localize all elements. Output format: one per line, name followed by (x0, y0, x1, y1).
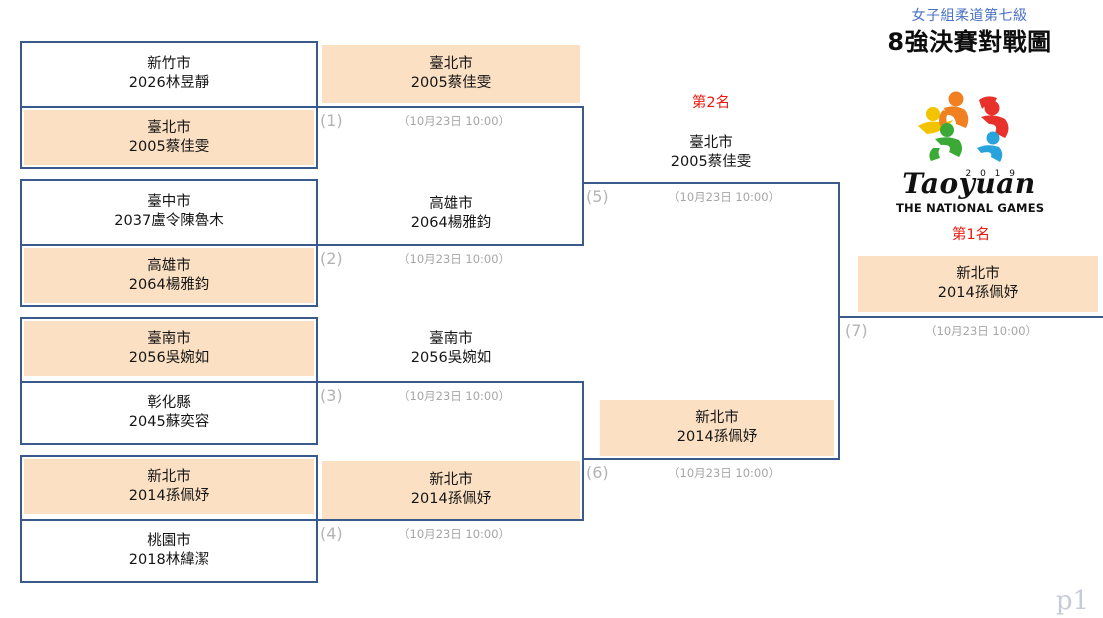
match-datetime-1: （10月23日 10:00） (398, 114, 511, 128)
round1-slot-1: 新竹市 2026林昱靜 (20, 43, 318, 105)
match-datetime-7: （10月23日 10:00） (925, 324, 1038, 338)
match-datetime-6: （10月23日 10:00） (668, 466, 781, 480)
round3-slot-1-team: 臺北市 (689, 134, 733, 151)
match-number-4: (4) (320, 524, 343, 543)
round1-slot-7-athlete: 2014孫佩妤 (128, 488, 210, 504)
round2-slot-2-athlete: 2064楊雅鈞 (410, 215, 492, 231)
round1-slot-7-highlight (24, 459, 314, 514)
round1-slot-7: 新北市 2014孫佩妤 (20, 457, 318, 517)
page-header: 女子組柔道第七級 8強決賽對戰圖 (836, 6, 1103, 57)
round1-slot-5-team: 臺南市 (147, 330, 191, 347)
final-champion-highlight (858, 256, 1098, 312)
round1-slot-8-athlete: 2018林緯潔 (128, 552, 210, 568)
match-number-1: (1) (320, 111, 343, 130)
round2-slot-1: 臺北市 2005蔡佳雯 (322, 45, 580, 103)
round2-slot-3-athlete: 2056吳婉如 (410, 350, 492, 366)
round1-slot-8-team: 桃園市 (147, 532, 191, 549)
round1-slot-5-highlight (24, 321, 314, 376)
round1-slot-2-team: 臺北市 (147, 119, 191, 136)
round2-slot-4: 新北市 2014孫佩妤 (322, 461, 580, 519)
round1-slot-6-athlete: 2045蘇奕容 (128, 414, 210, 430)
round1-pair-4-divider (20, 519, 318, 521)
round2-slot-1-athlete: 2005蔡佳雯 (410, 75, 492, 91)
round3-slot-2-athlete: 2014孫佩妤 (676, 429, 758, 445)
round1-slot-5-athlete: 2056吳婉如 (128, 350, 210, 366)
round1-slot-6: 彰化縣 2045蘇奕容 (20, 383, 318, 443)
round1-pair-3-divider (20, 381, 318, 383)
round1-slot-7-team: 新北市 (147, 468, 191, 485)
round3-match5-right-line (838, 182, 840, 460)
round1-slot-4-highlight (24, 248, 314, 303)
round3-slot-1: 臺北市 2005蔡佳雯 (586, 126, 836, 180)
round1-slot-3: 臺中市 2037盧令陳魯木 (20, 181, 318, 243)
round1-pair-1-divider (20, 106, 318, 108)
round2-slot-4-athlete: 2014孫佩妤 (410, 491, 492, 507)
final-match7-line (838, 316, 1103, 318)
match-datetime-2: （10月23日 10:00） (398, 252, 511, 266)
logo-wordmark-text: Taoyuan (902, 167, 1036, 200)
event-subtitle: 女子組柔道第七級 (911, 8, 1028, 24)
round1-slot-1-athlete: 2026林昱靜 (128, 75, 210, 91)
round1-slot-2-highlight (24, 110, 314, 165)
final-champion: 新北市 2014孫佩妤 (858, 256, 1098, 312)
round2-match3-right-line (582, 381, 584, 521)
round3-slot-2-highlight (600, 400, 834, 456)
logo-year: 2 0 1 9 (965, 169, 1018, 179)
round1-slot-4-athlete: 2064楊雅鈞 (128, 277, 210, 293)
logo-wordmark: Taoyuan 2 0 1 9 (896, 170, 1042, 198)
match-number-5: (5) (586, 187, 609, 206)
round2-slot-1-team: 臺北市 (429, 55, 473, 72)
games-emblem-icon (918, 91, 1009, 162)
round2-match2-bottom-line (318, 244, 584, 246)
final-champion-team: 新北市 (956, 265, 1000, 282)
match-number-6: (6) (586, 463, 609, 482)
final-champion-athlete: 2014孫佩妤 (937, 285, 1019, 301)
round2-slot-2: 高雄市 2064楊雅鈞 (322, 185, 580, 243)
page-title: 8強決賽對戰圖 (887, 28, 1052, 56)
round2-slot-1-highlight (322, 45, 580, 103)
round2-match3-top-line (318, 381, 584, 383)
round1-slot-3-athlete: 2037盧令陳魯木 (114, 213, 224, 229)
round1-slot-4: 高雄市 2064楊雅鈞 (20, 246, 318, 306)
round2-match4-bottom-line (318, 519, 584, 521)
rank-second-label: 第2名 (691, 95, 731, 111)
round3-slot-2: 新北市 2014孫佩妤 (600, 400, 834, 456)
match-number-2: (2) (320, 249, 343, 268)
round1-slot-4-team: 高雄市 (147, 257, 191, 274)
round1-slot-2: 臺北市 2005蔡佳雯 (20, 108, 318, 168)
round1-slot-2-athlete: 2005蔡佳雯 (128, 139, 210, 155)
round2-slot-4-highlight (322, 461, 580, 519)
rank-first-label: 第1名 (951, 227, 991, 243)
round2-slot-3-team: 臺南市 (429, 330, 473, 347)
round1-slot-3-team: 臺中市 (147, 193, 191, 210)
round1-slot-5: 臺南市 2056吳婉如 (20, 319, 318, 379)
logo-tagline: THE NATIONAL GAMES (896, 201, 1045, 215)
page-marker: p1 (1055, 586, 1089, 616)
taoyuan-national-games-logo: Taoyuan 2 0 1 9 THE NATIONAL GAMES (896, 86, 1045, 215)
match-datetime-4: （10月23日 10:00） (398, 527, 511, 541)
round3-slot-2-team: 新北市 (695, 409, 739, 426)
round1-slot-8: 桃園市 2018林緯潔 (20, 521, 318, 581)
round1-pair-2-divider (20, 244, 318, 246)
match-datetime-5: （10月23日 10:00） (668, 190, 781, 204)
match-number-7: (7) (845, 321, 868, 340)
round2-match1-right-line (582, 106, 584, 246)
round1-slot-1-team: 新竹市 (147, 55, 191, 72)
round2-slot-4-team: 新北市 (429, 471, 473, 488)
round1-slot-6-team: 彰化縣 (147, 394, 191, 411)
match-number-3: (3) (320, 386, 343, 405)
round3-slot-1-athlete: 2005蔡佳雯 (670, 154, 752, 170)
round2-match1-top-line (318, 106, 584, 108)
round3-match5-top-line (582, 182, 840, 184)
match-datetime-3: （10月23日 10:00） (398, 389, 511, 403)
round2-slot-3: 臺南市 2056吳婉如 (322, 320, 580, 378)
round3-match6-bottom-line (582, 458, 840, 460)
round2-slot-2-team: 高雄市 (429, 195, 473, 212)
